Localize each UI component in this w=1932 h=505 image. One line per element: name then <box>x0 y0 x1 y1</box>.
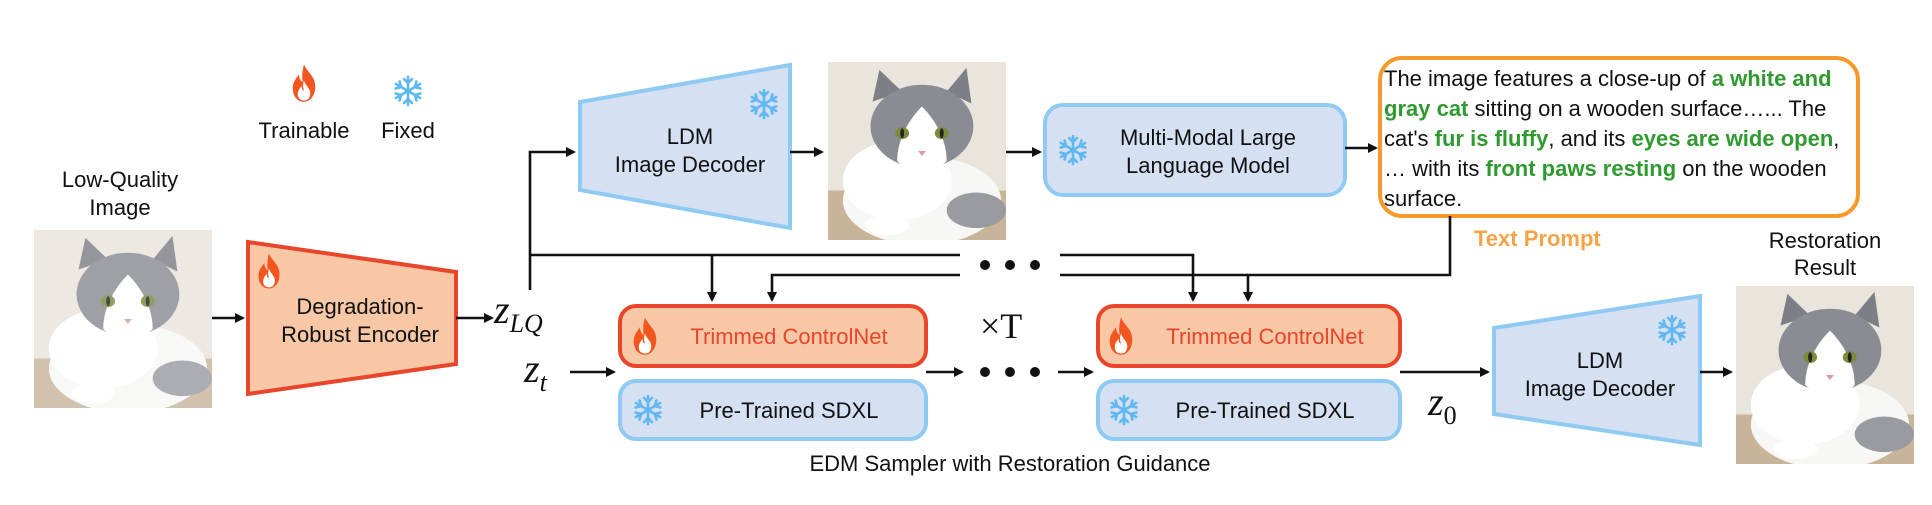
legend-fixed-label: Fixed <box>381 118 435 143</box>
restoration-result-image <box>1736 286 1914 464</box>
legend-trainable-label: Trainable <box>258 118 350 143</box>
encoder-label-line2: Robust Encoder <box>281 322 439 347</box>
sdxl-1-label: Pre-Trained SDXL <box>699 398 879 423</box>
multi-modal-llm-box <box>1043 103 1347 197</box>
z-0-symbol: z0 <box>1428 379 1457 430</box>
ldm-image-decoder-top <box>578 62 792 231</box>
legend-fixed-snowflake-icon <box>394 75 422 107</box>
controlnet-2-label: Trimmed ControlNet <box>1166 324 1364 349</box>
ldm-bottom-label-line2: Image Decoder <box>1524 376 1676 401</box>
prompt-highlight: eyes are wide open <box>1631 126 1834 151</box>
prompt-highlight: fur is fluffy <box>1434 126 1549 151</box>
ellipsis-dots <box>980 260 1040 377</box>
text-prompt: The image features a close-up of a white… <box>1384 64 1854 214</box>
output-label-line1: Restoration <box>1768 228 1882 253</box>
encoder-label-line1: Degradation- <box>296 294 424 319</box>
decoded-image <box>828 62 1006 240</box>
mllm-label-line2: Language Model <box>1126 153 1290 178</box>
z-t-symbol: zt <box>524 346 547 397</box>
output-label-line2: Result <box>1793 255 1857 280</box>
times-t-symbol: ×T <box>980 306 1023 346</box>
prompt-highlight: front paws resting <box>1485 156 1677 181</box>
z-lq-symbol: zLQ <box>494 287 543 338</box>
degradation-robust-encoder <box>246 239 458 397</box>
input-label-line1: Low-Quality <box>61 167 179 192</box>
text-prompt-box <box>1378 56 1860 218</box>
prompt-segment: , and its <box>1548 126 1632 151</box>
prompt-segment: , … with its <box>1384 126 1840 181</box>
sampler-caption: EDM Sampler with Restoration Guidance <box>809 451 1211 476</box>
mllm-label-line1: Multi-Modal Large <box>1119 125 1297 150</box>
legend-trainable-flame-icon <box>292 64 316 102</box>
prompt-segment: on the wooden surface. <box>1384 156 1827 211</box>
pretrained-sdxl-box-2 <box>1096 379 1402 441</box>
input-label-line2: Image <box>89 195 151 220</box>
low-quality-image <box>34 230 212 408</box>
ldm-top-label-line1: LDM <box>666 124 714 149</box>
ldm-bottom-label-line1: LDM <box>1576 348 1624 373</box>
ldm-image-decoder-bottom <box>1492 293 1702 448</box>
sdxl-2-label: Pre-Trained SDXL <box>1175 398 1355 423</box>
controlnet-1-label: Trimmed ControlNet <box>690 324 888 349</box>
prompt-segment: sitting on a wooden surface…... The cat'… <box>1384 96 1827 151</box>
ldm-top-label-line2: Image Decoder <box>614 152 766 177</box>
text-prompt-caption: Text Prompt <box>1474 226 1601 251</box>
pretrained-sdxl-box-1 <box>618 379 928 441</box>
prompt-segment: The image features a close-up of <box>1384 66 1712 91</box>
connectors <box>212 143 1733 377</box>
prompt-highlight: a white and gray cat <box>1384 66 1832 121</box>
trimmed-controlnet-box-2 <box>1096 304 1402 368</box>
trimmed-controlnet-box-1 <box>618 304 928 368</box>
